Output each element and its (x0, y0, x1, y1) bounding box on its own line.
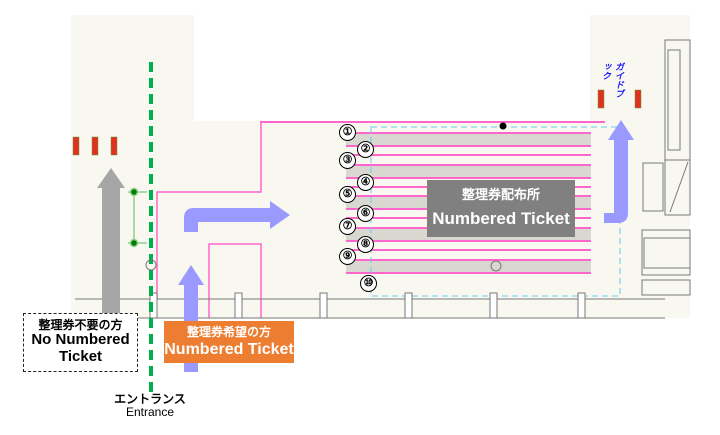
queue-path (156, 122, 262, 318)
lane-number-5: ⑤ (339, 186, 356, 203)
ticket-station-label: 整理券配布所 Numbered Ticket (427, 180, 575, 237)
lane-number-1: ① (339, 124, 356, 141)
lane-number-8: ⑧ (357, 236, 374, 253)
lane-number-6: ⑥ (357, 205, 374, 222)
want-ticket-jp: 整理券希望の方 (186, 325, 271, 339)
lane-number-7: ⑦ (339, 218, 356, 235)
pole-marker (490, 260, 502, 272)
entrance-label: エントランス Entrance (105, 392, 195, 420)
no-ticket-jp: 整理券不要の方 (38, 318, 123, 332)
pole-marker (145, 259, 157, 271)
door-markers (72, 89, 642, 156)
ticket-station-jp: 整理券配布所 (461, 187, 540, 202)
stanchions (128, 187, 147, 248)
lane-number-2: ② (357, 141, 374, 158)
no-ticket-label: 整理券不要の方 No Numbered Ticket (23, 313, 138, 372)
lane-number-10: ⑩ (360, 275, 377, 292)
lane-number-9: ⑨ (339, 248, 356, 265)
entrance-jp: エントランス (114, 392, 186, 406)
want-ticket-label: 整理券希望の方 Numbered Ticket (164, 321, 294, 363)
no-ticket-en: No Numbered Ticket (31, 331, 130, 365)
lane-number-3: ③ (339, 152, 356, 169)
ticket-station-en: Numbered Ticket (432, 209, 570, 229)
entrance-en: Entrance (125, 405, 175, 420)
want-ticket-en: Numbered Ticket (164, 341, 294, 359)
queue-lines (260, 121, 605, 274)
lane-number-4: ④ (357, 174, 374, 191)
guidebook-label: ガイドブック (601, 62, 624, 98)
pillar-marker (499, 122, 507, 130)
